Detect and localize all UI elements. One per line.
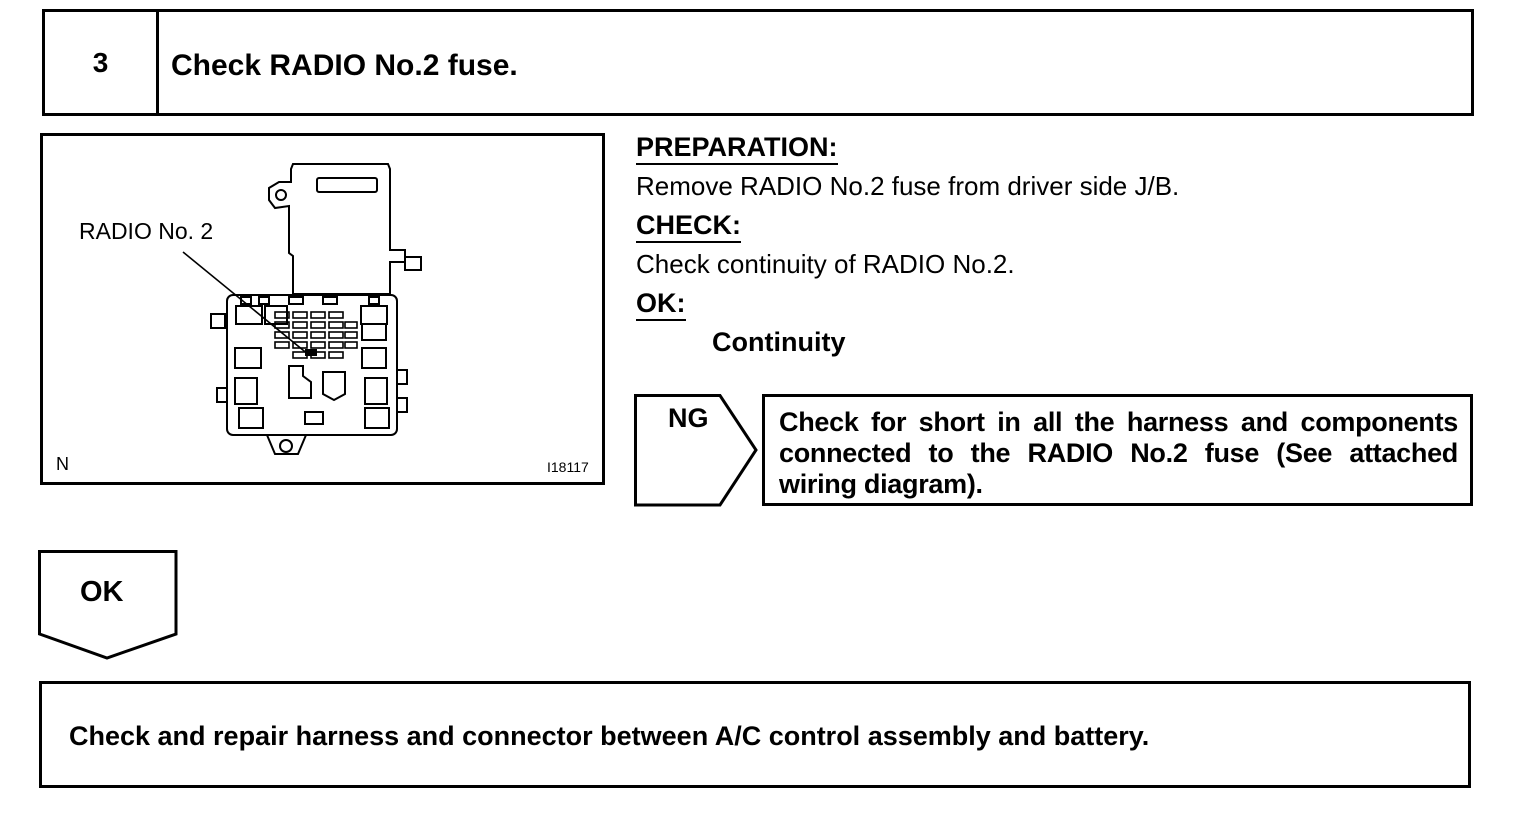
ok-value: Continuity [712,327,846,357]
ng-label: NG [668,403,709,433]
ng-action-text: Check for short in all the harness and c… [779,407,1458,499]
final-step-text: Check and repair harness and connector b… [69,721,1150,751]
step-title: Check RADIO No.2 fuse. [171,49,518,82]
junction-block-drawing [182,163,422,455]
step-number-cell: 3 [45,12,159,113]
preparation-text: Remove RADIO No.2 fuse from driver side … [636,171,1180,201]
step-number: 3 [92,47,109,78]
callout-label: RADIO No. 2 [79,218,214,244]
radio-no2-fuse-marker [305,349,317,356]
step-header-box: 3 Check RADIO No.2 fuse. [42,9,1474,116]
preparation-heading: PREPARATION: [636,132,838,165]
figure-code: I18117 [547,459,589,475]
ok-heading: OK: [636,288,686,321]
ng-arrow-shape [634,394,758,507]
final-step-box: Check and repair harness and connector b… [39,681,1471,788]
junction-block-illustration: RADIO No. 2 N I18117 [40,133,605,485]
ok-arrow-label: OK [80,576,124,608]
corner-letter: N [56,454,69,474]
ok-arrow-shape [38,550,178,660]
check-heading: CHECK: [636,210,741,243]
ng-action-box: Check for short in all the harness and c… [762,394,1473,506]
check-text: Check continuity of RADIO No.2. [636,249,1015,279]
